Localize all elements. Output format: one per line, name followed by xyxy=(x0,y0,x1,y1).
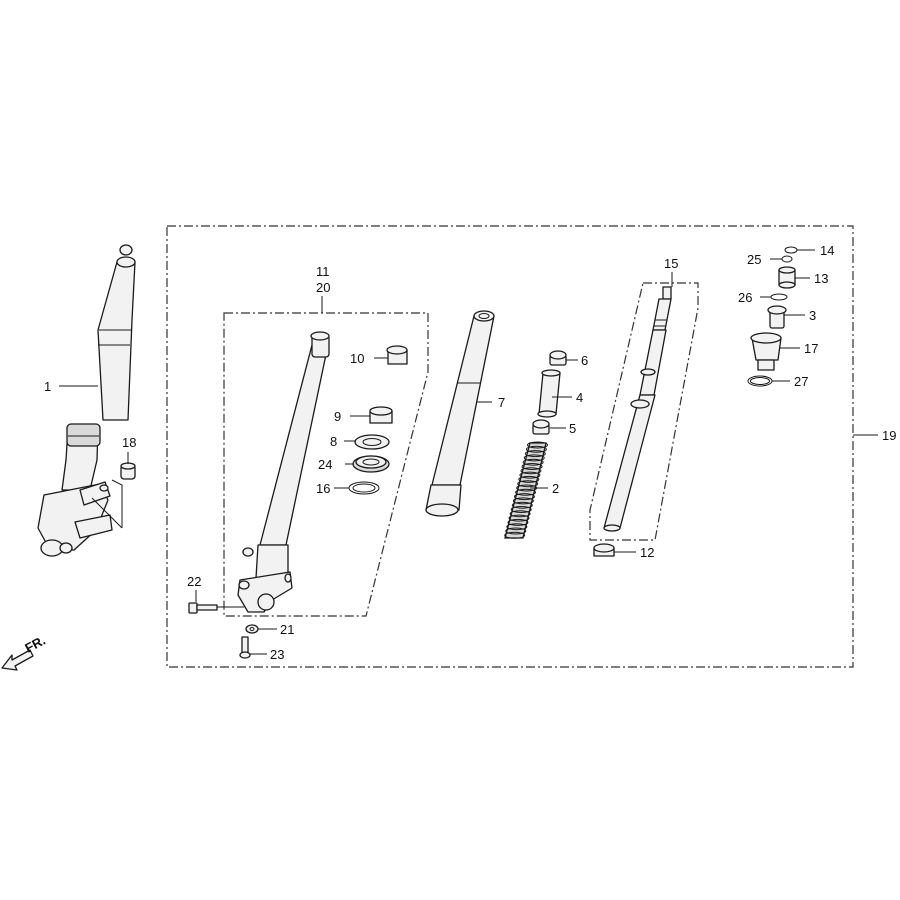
callout-24: 24 xyxy=(318,457,332,472)
callout-14: 14 xyxy=(820,243,834,258)
spring-coil xyxy=(508,514,530,522)
spring-coil xyxy=(507,518,529,526)
callout-7: 7 xyxy=(498,395,505,410)
fork-assembly xyxy=(37,244,136,557)
spring-coil xyxy=(506,523,528,531)
fork-bolt-17 xyxy=(750,332,800,371)
spring-coil xyxy=(522,458,544,466)
callout-4: 4 xyxy=(576,390,583,405)
fork-spring-2 xyxy=(504,441,548,539)
cap-6 xyxy=(549,350,578,366)
spring-coil xyxy=(519,471,541,479)
callout-2: 2 xyxy=(552,481,559,496)
spring-coil xyxy=(510,506,532,513)
front-direction-arrow: FR. xyxy=(1,633,48,671)
spring-coil xyxy=(511,501,533,509)
spacer-4 xyxy=(537,369,572,418)
callout-26: 26 xyxy=(738,290,752,305)
callout-16: 16 xyxy=(316,481,330,496)
washer-21 xyxy=(245,624,277,634)
spring-coil xyxy=(520,467,542,475)
spring-coil xyxy=(524,450,546,458)
bolt-23 xyxy=(239,636,267,659)
callout-22: 22 xyxy=(187,574,201,589)
spring-coil xyxy=(521,463,543,470)
callout-9: 9 xyxy=(334,409,341,424)
callout-8: 8 xyxy=(330,434,337,449)
callout-18: 18 xyxy=(122,435,136,450)
callout-12: 12 xyxy=(640,545,654,560)
damper-rod-15 xyxy=(603,286,672,532)
bushing-10 xyxy=(374,345,408,365)
outer-tube-20 xyxy=(237,331,330,613)
bolt-22 xyxy=(188,590,244,614)
group-box-15 xyxy=(589,282,699,541)
spring-coil xyxy=(504,531,526,539)
spring-coil xyxy=(525,445,547,453)
callout-20: 20 xyxy=(316,280,330,295)
callout-25: 25 xyxy=(747,252,761,267)
spring-coil xyxy=(505,527,527,535)
callout-13: 13 xyxy=(814,271,828,286)
spring-coil xyxy=(517,480,539,488)
seat-5 xyxy=(532,419,566,435)
ring-12 xyxy=(593,543,636,557)
oil-seal-24 xyxy=(345,455,390,473)
callout-5: 5 xyxy=(569,421,576,436)
callout-17: 17 xyxy=(804,341,818,356)
washer-8 xyxy=(344,434,390,450)
o-ring-27 xyxy=(747,375,790,387)
callout-1: 1 xyxy=(44,379,51,394)
callout-6: 6 xyxy=(581,353,588,368)
fork-tube-7 xyxy=(425,310,495,517)
spring-coil xyxy=(523,454,545,462)
nut-3 xyxy=(767,305,805,329)
stopper-ring-16 xyxy=(334,481,380,495)
callout-15: 15 xyxy=(664,256,678,271)
group-box-19 xyxy=(166,225,854,668)
callout-3: 3 xyxy=(809,308,816,323)
spring-coil xyxy=(526,441,548,449)
adjuster-13 xyxy=(778,266,810,289)
callout-11: 11 xyxy=(316,264,330,279)
spring-coil xyxy=(518,475,540,483)
collar-18 xyxy=(91,452,136,529)
spring-coil xyxy=(513,493,535,501)
bushing-9 xyxy=(350,406,393,424)
o-ring-25 xyxy=(770,255,793,263)
callout-19: 19 xyxy=(882,428,896,443)
callout-27: 27 xyxy=(794,374,808,389)
o-ring-26 xyxy=(760,293,788,301)
spring-coil xyxy=(509,510,531,518)
spring-coil xyxy=(512,497,534,505)
spring-coil xyxy=(515,488,537,496)
o-ring-14 xyxy=(784,246,815,254)
callout-10: 10 xyxy=(350,351,364,366)
group-box-11-20 xyxy=(223,312,429,617)
callout-23: 23 xyxy=(270,647,284,662)
callout-21: 21 xyxy=(280,622,294,637)
